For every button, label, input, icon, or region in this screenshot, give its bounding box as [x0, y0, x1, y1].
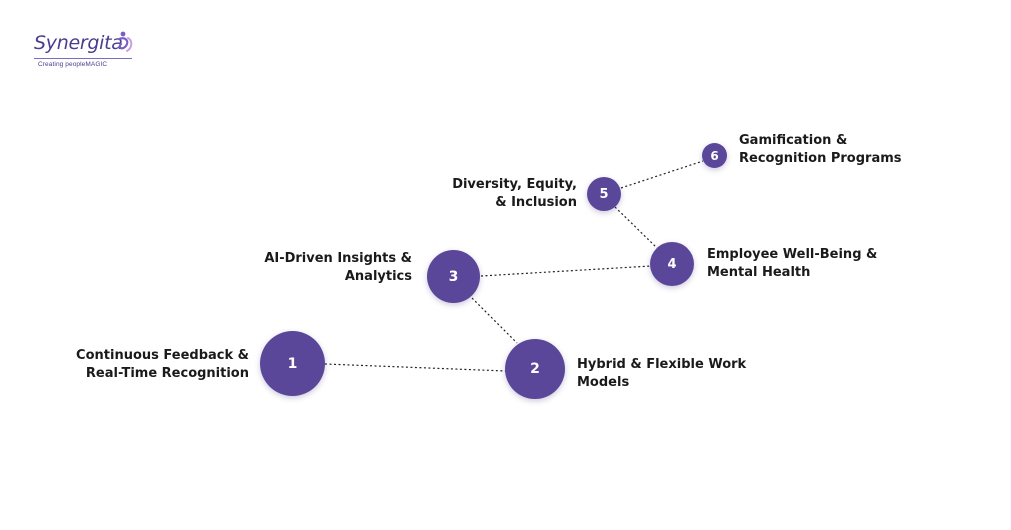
logo-wordmark: Synergita — [34, 32, 123, 54]
connector-4-5 — [614, 206, 658, 249]
logo-swirl-icon — [117, 31, 133, 52]
connector-2-3 — [471, 297, 518, 344]
step-label-3: AI-Driven Insights & Analytics — [264, 251, 412, 284]
step-number-4: 4 — [667, 256, 677, 272]
step-label-2: Hybrid & Flexible Work Models — [577, 357, 747, 390]
step-label-1: Continuous Feedback & Real-Time Recognit… — [76, 348, 249, 381]
step-node-1: 1 — [260, 331, 325, 396]
step-node-4: 4 — [650, 242, 694, 286]
step-number-6: 6 — [710, 148, 719, 163]
step-node-3: 3 — [427, 250, 480, 303]
logo-divider — [34, 58, 132, 59]
connector-5-6 — [620, 160, 704, 189]
step-node-6: 6 — [702, 143, 727, 168]
synergita-logo: Synergita Creating peopleMAGIC — [34, 31, 144, 72]
step-label-6: Gamification & Recognition Programs — [739, 133, 902, 166]
step-number-1: 1 — [287, 355, 298, 372]
connector-3-4 — [480, 265, 652, 277]
logo-tagline: Creating peopleMAGIC — [38, 61, 108, 68]
step-label-5: Diversity, Equity, & Inclusion — [452, 177, 577, 210]
step-node-2: 2 — [505, 339, 565, 399]
connector-1-2 — [324, 363, 507, 372]
step-number-3: 3 — [448, 268, 459, 285]
step-number-2: 2 — [530, 361, 540, 377]
step-node-5: 5 — [587, 177, 621, 211]
step-number-5: 5 — [599, 186, 609, 202]
step-label-4: Employee Well-Being & Mental Health — [707, 247, 878, 280]
